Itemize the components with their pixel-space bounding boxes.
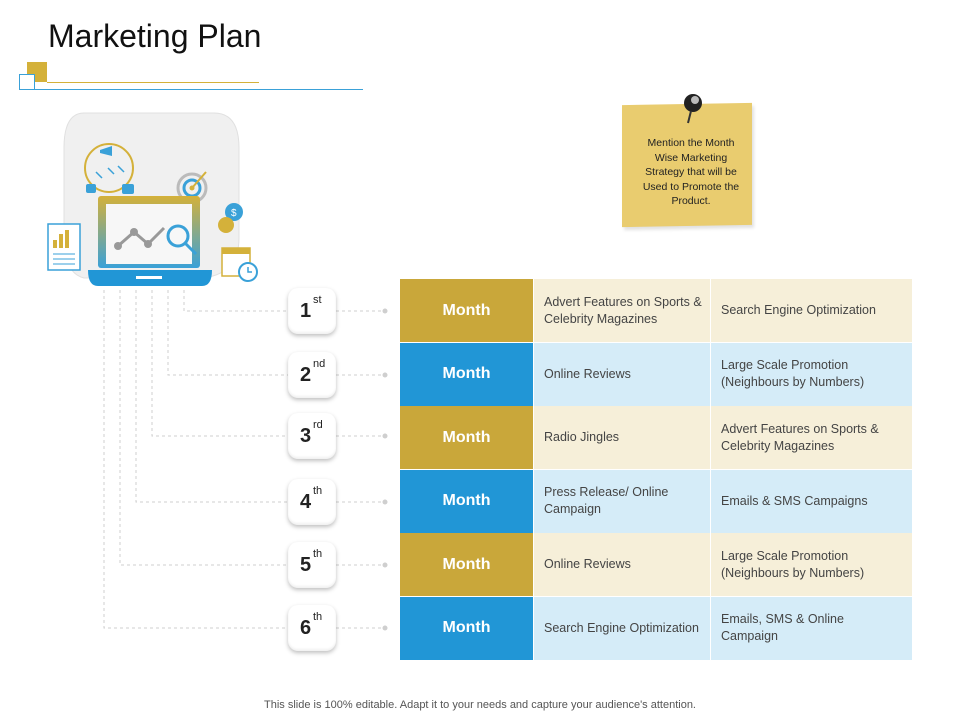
magnifier-icon xyxy=(166,224,198,256)
strategy-cell: Press Release/ Online Campaign xyxy=(533,469,710,533)
table-row: Month Advert Features on Sports & Celebr… xyxy=(400,279,912,342)
ordinal-number: 6 xyxy=(300,617,312,639)
title-underline-blue xyxy=(33,89,363,90)
marketing-illustration: $ xyxy=(47,112,258,286)
month-ordinal-badge-6: 6 th xyxy=(288,605,336,651)
month-ordinal-badge-3: 3 rd xyxy=(288,413,336,459)
table-row: Month Search Engine Optimization Emails,… xyxy=(400,596,912,660)
ordinal-suffix: th xyxy=(313,485,323,497)
month-label: Month xyxy=(400,596,533,660)
ordinal-suffix: rd xyxy=(313,419,323,431)
page-title: Marketing Plan xyxy=(48,18,262,54)
dollar-coin-icon: $ xyxy=(218,203,243,233)
megaphone-icon xyxy=(84,143,134,193)
laptop-icon xyxy=(88,196,212,286)
table-row: Month Radio Jingles Advert Features on S… xyxy=(400,406,912,469)
month-label: Month xyxy=(400,533,533,596)
svg-text:$: $ xyxy=(231,208,237,219)
month-label: Month xyxy=(400,342,533,406)
table-row: Month Press Release/ Online Campaign Ema… xyxy=(400,469,912,533)
ordinal-number: 2 xyxy=(300,364,312,386)
month-label: Month xyxy=(400,406,533,469)
strategy-cell: Online Reviews xyxy=(533,342,710,406)
calendar-clock-icon xyxy=(221,247,258,282)
ordinal-suffix: th xyxy=(313,611,323,623)
title-accent-blue-square xyxy=(19,74,35,90)
strategy-cell: Search Engine Optimization xyxy=(533,596,710,660)
ordinal-suffix: nd xyxy=(313,358,326,370)
month-label: Month xyxy=(400,279,533,342)
ordinal-suffix: th xyxy=(313,548,323,560)
strategy-cell: Radio Jingles xyxy=(533,406,710,469)
table-row: Month Online Reviews Large Scale Promoti… xyxy=(400,533,912,596)
strategy-cell: Emails & SMS Campaigns xyxy=(710,469,912,533)
strategy-cell: Advert Features on Sports & Celebrity Ma… xyxy=(533,279,710,342)
ordinal-number: 3 xyxy=(300,425,312,447)
line-chart-icon xyxy=(114,226,166,250)
footer-note: This slide is 100% editable. Adapt it to… xyxy=(264,699,696,711)
table-row: Month Online Reviews Large Scale Promoti… xyxy=(400,342,912,406)
ordinal-suffix: st xyxy=(313,294,322,306)
thumbs-up-icon xyxy=(86,184,96,193)
chat-icon xyxy=(122,184,134,194)
month-ordinal-badge-2: 2 nd xyxy=(288,352,336,398)
strategy-cell: Advert Features on Sports & Celebrity Ma… xyxy=(710,406,912,469)
ordinal-number: 5 xyxy=(300,554,312,576)
month-ordinal-badge-1: 1 st xyxy=(288,288,336,334)
ordinal-number: 1 xyxy=(300,300,312,322)
month-ordinal-badge-4: 4 th xyxy=(288,479,336,525)
strategy-cell: Large Scale Promotion (Neighbours by Num… xyxy=(710,342,912,406)
month-ordinal-badge-5: 5 th xyxy=(288,542,336,588)
pushpin-icon xyxy=(684,94,702,124)
month-label: Month xyxy=(400,469,533,533)
sticky-note-text: Mention the Month Wise Marketing Strateg… xyxy=(642,137,740,207)
strategy-cell: Online Reviews xyxy=(533,533,710,596)
ordinal-number: 4 xyxy=(300,491,312,513)
bar-chart-report-icon xyxy=(47,223,81,271)
title-underline-gold xyxy=(47,82,259,83)
strategy-cell: Large Scale Promotion (Neighbours by Num… xyxy=(710,533,912,596)
strategy-cell: Emails, SMS & Online Campaign xyxy=(710,596,912,660)
strategy-cell: Search Engine Optimization xyxy=(710,279,912,342)
